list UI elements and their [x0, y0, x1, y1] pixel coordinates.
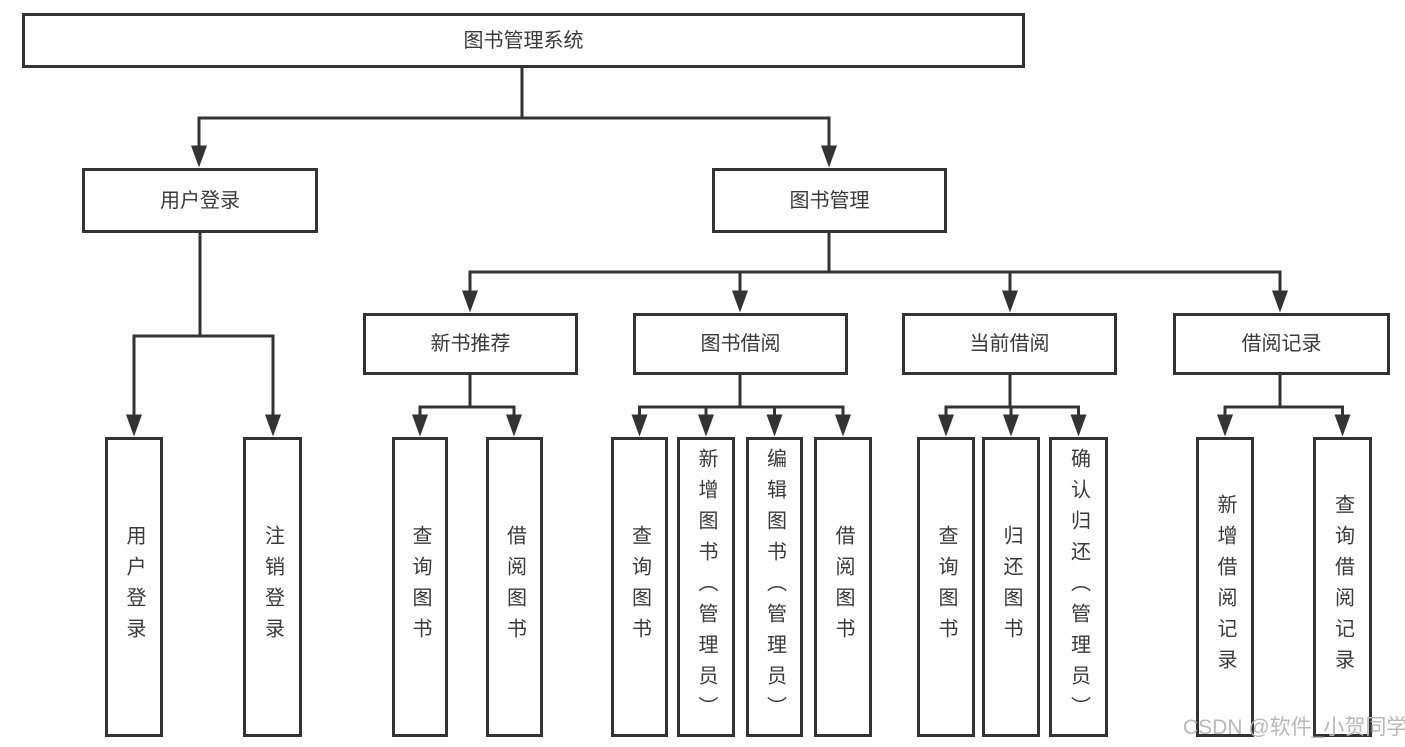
node-label: 图书管理系统 — [463, 29, 584, 52]
node-return-book: 归还图书 — [982, 437, 1040, 737]
node-user-login: 用户登录 — [105, 437, 163, 737]
arrowhead-icons — [126, 145, 1351, 437]
node-label: 查询图书 — [409, 525, 431, 649]
node-add-borrow-record: 新增借阅记录 — [1196, 437, 1254, 737]
node-label: 新增图书（管理员） — [695, 447, 717, 727]
node-label: 图书管理 — [789, 189, 870, 212]
node-current-borrow: 当前借阅 — [902, 313, 1117, 375]
node-label: 查询借阅记录 — [1331, 494, 1354, 680]
node-label: 编辑图书（管理员） — [763, 447, 786, 727]
node-label: 借阅记录 — [1241, 333, 1322, 355]
node-label: 查询图书 — [628, 525, 651, 649]
node-label: 注销登录 — [261, 525, 284, 649]
node-label: 确认归还（管理员） — [1067, 447, 1090, 727]
node-label: 查询图书 — [935, 525, 957, 649]
node-label: 借阅图书 — [832, 525, 854, 649]
node-confirm-return-admin: 确认归还（管理员） — [1049, 437, 1108, 737]
node-label: 用户登录 — [123, 525, 145, 649]
csdn-watermark: CSDN @软件_小贺同学 — [1183, 716, 1405, 739]
node-borrow-record: 借阅记录 — [1173, 313, 1390, 375]
node-query-book-1: 查询图书 — [392, 437, 448, 737]
node-query-book-2: 查询图书 — [611, 437, 668, 737]
node-label: 归还图书 — [1000, 525, 1022, 649]
node-label: 用户登录 — [160, 189, 240, 212]
node-root-system: 图书管理系统 — [22, 13, 1025, 68]
node-book-management-module: 图书管理 — [712, 168, 947, 233]
node-edit-book-admin: 编辑图书（管理员） — [746, 437, 803, 737]
node-book-borrow: 图书借阅 — [633, 313, 848, 375]
node-new-book-recommend: 新书推荐 — [363, 313, 578, 375]
node-add-book-admin: 新增图书（管理员） — [677, 437, 735, 737]
node-borrow-book-1: 借阅图书 — [486, 437, 543, 737]
node-label: 新书推荐 — [430, 333, 511, 355]
node-label: 借阅图书 — [503, 525, 526, 649]
node-label: 图书借阅 — [700, 333, 781, 355]
node-logout: 注销登录 — [243, 437, 302, 737]
node-label: 当前借阅 — [969, 333, 1050, 355]
node-borrow-book-2: 借阅图书 — [814, 437, 872, 737]
node-query-borrow-record: 查询借阅记录 — [1313, 437, 1372, 737]
node-query-book-3: 查询图书 — [917, 437, 975, 737]
node-label: 新增借阅记录 — [1214, 494, 1236, 680]
node-user-login-module: 用户登录 — [82, 168, 318, 233]
